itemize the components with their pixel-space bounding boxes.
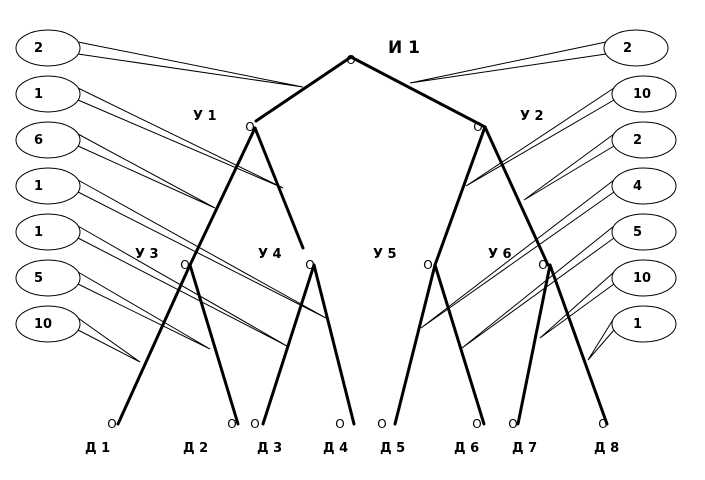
node-marker-d8: O [598, 417, 607, 431]
weight-bubble-u2-u6 [611, 121, 677, 159]
tree-nodes: OOУ 1OУ 2OУ 3OУ 4OУ 5OУ 6OД 1OД 2OД 3OД … [85, 53, 619, 456]
weight-connector-u4-d4 [77, 225, 288, 347]
node-marker-u6: O [538, 258, 547, 272]
weight-label-root-u2: 2 [623, 41, 632, 56]
weight-bubble-u1-u4 [15, 75, 81, 113]
edge-u4-d4 [312, 263, 356, 426]
weight-connectors [77, 41, 615, 363]
weight-connector-root-u2 [409, 41, 607, 84]
node-marker-u2: O [473, 120, 482, 134]
node-label-u3: У 3 [135, 247, 159, 262]
weight-label-u3-d1: 10 [34, 317, 52, 332]
node-label-u1: У 1 [193, 109, 217, 124]
weight-label-u6-d8: 1 [633, 317, 642, 332]
node-marker-d1: O [107, 417, 116, 431]
edge-u3-d2 [188, 263, 240, 426]
edge-root-u2 [349, 55, 487, 129]
weight-connector-u1-u4 [77, 87, 284, 189]
weight-label-u2-u5: 10 [633, 87, 651, 102]
weight-bubble-u3-d1 [15, 305, 81, 343]
weight-label-u4-d4: 1 [34, 225, 43, 240]
weight-connector-u3-d2 [77, 271, 211, 350]
node-label-u5: У 5 [373, 247, 397, 262]
weight-label-u3-d2: 5 [34, 271, 43, 286]
node-label-d1: Д 1 [85, 441, 110, 456]
node-marker-u1: O [245, 120, 254, 134]
node-label-d2: Д 2 [183, 441, 208, 456]
node-label-u2: У 2 [520, 109, 544, 124]
edge-u2-u5 [433, 125, 487, 267]
edge-u3-d1 [116, 263, 192, 426]
weight-label-u1-u3: 6 [34, 133, 43, 148]
weight-bubble-u4-d4 [15, 213, 81, 251]
edge-u6-d7 [516, 263, 552, 426]
weight-bubble-u5-d6 [611, 213, 677, 251]
weight-connector-u5-d5 [420, 179, 615, 329]
node-marker-d7: O [508, 417, 517, 431]
node-label-d5: Д 5 [380, 441, 405, 456]
weight-bubble-u1-u3 [15, 121, 81, 159]
diagram-title: И 1 [388, 38, 420, 58]
node-label-d6: Д 6 [454, 441, 479, 456]
node-label-d4: Д 4 [323, 441, 348, 456]
weight-label-u5-d6: 5 [633, 225, 642, 240]
weight-connector-u6-d8 [587, 317, 615, 361]
weight-connector-u2-u5 [465, 87, 615, 187]
weight-label-u5-d5: 4 [633, 179, 642, 194]
weight-connector-u1-u3 [77, 133, 216, 209]
edge-u1-u4 [253, 126, 305, 250]
node-label-u4: У 4 [258, 247, 282, 262]
weight-bubble-u5-d5 [611, 167, 677, 205]
node-marker-root: O [346, 53, 355, 67]
node-label-d3: Д 3 [257, 441, 282, 456]
weight-label-root-u1: 2 [34, 41, 43, 56]
node-marker-u3: O [180, 258, 189, 272]
edge-u1-u3 [188, 126, 257, 267]
weight-label-u6-d7: 10 [633, 271, 651, 286]
edge-u5-d6 [433, 263, 486, 426]
edge-root-u1 [254, 55, 353, 123]
edge-u6-d8 [548, 263, 609, 426]
node-label-d8: Д 8 [594, 441, 619, 456]
edge-u5-d5 [393, 263, 437, 426]
weight-label-u1-u4: 1 [34, 87, 43, 102]
node-marker-u5: O [423, 258, 432, 272]
weight-bubble-root-u1 [15, 29, 81, 67]
edge-u4-d3 [261, 263, 316, 426]
node-marker-u4: O [305, 258, 314, 272]
node-label-d7: Д 7 [512, 441, 537, 456]
weight-bubble-u6-d7 [611, 259, 677, 297]
weight-label-u2-u6: 2 [633, 133, 642, 148]
weight-connector-u2-u6 [523, 133, 615, 201]
weight-connector-root-u1 [77, 41, 304, 88]
edge-u2-u6 [483, 125, 550, 267]
node-label-u6: У 6 [488, 247, 512, 262]
node-marker-d6: O [472, 417, 481, 431]
weight-label-u4-d3: 1 [34, 179, 43, 194]
node-marker-d2: O [227, 417, 236, 431]
tree-edges [116, 55, 609, 426]
weight-bubble-root-u2 [603, 29, 669, 67]
weight-bubble-u3-d2 [15, 259, 81, 297]
node-marker-d5: O [377, 417, 386, 431]
node-marker-d4: O [335, 417, 344, 431]
weight-bubble-u4-d3 [15, 167, 81, 205]
weight-connector-u3-d1 [77, 317, 141, 363]
weight-bubbles: 2 2 6 1 10 2 10 5 1 1 4 5 10 1 [15, 29, 677, 343]
weight-bubble-u2-u5 [611, 75, 677, 113]
weight-connector-u6-d7 [539, 271, 615, 339]
node-marker-d3: O [250, 417, 259, 431]
weight-bubble-u6-d8 [611, 305, 677, 343]
